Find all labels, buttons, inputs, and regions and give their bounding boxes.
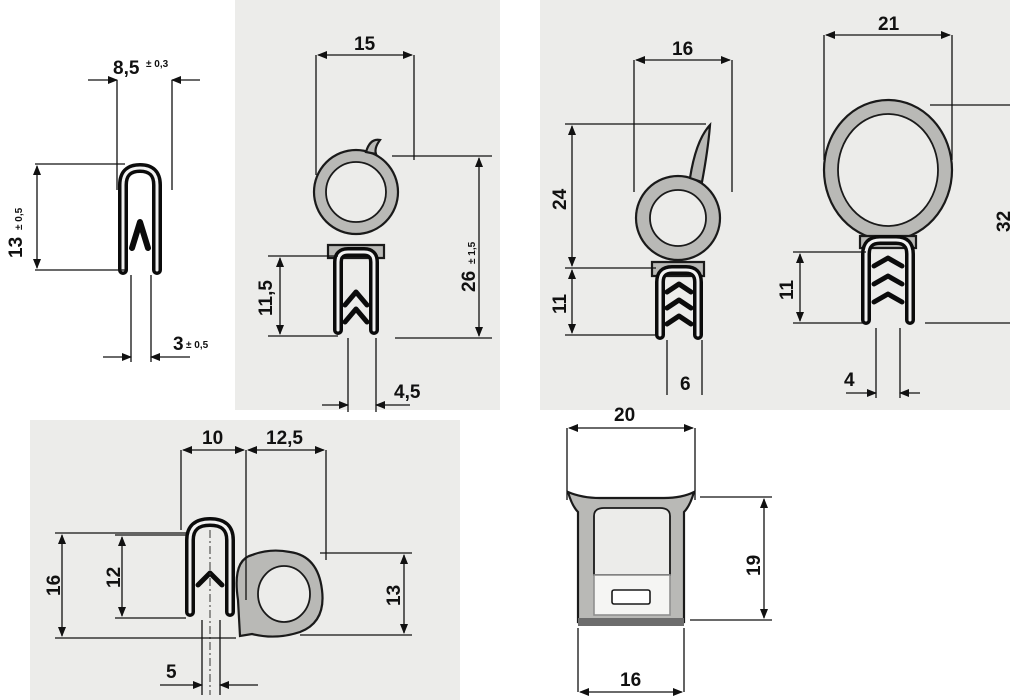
dim-bulb-height: 13 <box>384 585 405 606</box>
dim-height: 32 <box>994 211 1010 232</box>
dim-gap: 5 <box>166 662 177 683</box>
dim-height: 19 <box>744 555 765 576</box>
dim-width-tolerance: ± 0,3 <box>146 59 169 70</box>
dim-height-tolerance: ± 0,5 <box>14 207 25 230</box>
dim-width: 21 <box>878 14 900 35</box>
dim-height: 26 <box>459 271 480 292</box>
profile-bulb-seal-tall-lip: 16 24 11 6 <box>550 39 733 395</box>
dim-width: 8,5 <box>113 58 140 79</box>
profile-side-bulb-seal: 10 12,5 16 12 13 5 <box>44 428 412 695</box>
dim-gap-tolerance: ± 0,5 <box>186 340 209 351</box>
dim-height-tolerance: ± 1,5 <box>467 241 478 264</box>
profile-edge-trim: 8,5 ± 0,3 13 ± 0,5 3 ± 0,5 <box>6 58 209 362</box>
dim-clip-height: 12 <box>104 567 125 588</box>
dim-gap: 3 <box>173 334 184 355</box>
dim-height: 13 <box>6 237 27 258</box>
dim-width: 16 <box>672 39 693 60</box>
profile-channel-seal: 20 19 16 <box>566 405 772 696</box>
dim-clip-height: 11 <box>777 279 798 300</box>
dim-height: 24 <box>550 188 571 210</box>
dim-bottom-width: 16 <box>620 670 641 691</box>
profile-bulb-seal-large: 21 32 11 4 <box>777 14 1010 398</box>
dim-gap: 4 <box>844 370 855 391</box>
dim-gap: 6 <box>680 374 691 395</box>
dim-gap: 4,5 <box>394 382 421 403</box>
dim-width: 15 <box>354 34 376 55</box>
profile-bulb-seal-lip: 15 26 ± 1,5 11,5 4,5 <box>256 34 492 412</box>
dim-top-width: 20 <box>614 405 635 426</box>
dim-clip-height: 11,5 <box>256 280 277 316</box>
dim-clip-width: 10 <box>202 428 223 449</box>
dim-bulb-width: 12,5 <box>266 428 303 449</box>
dim-height: 16 <box>44 575 65 596</box>
dim-clip-height: 11 <box>550 293 571 314</box>
